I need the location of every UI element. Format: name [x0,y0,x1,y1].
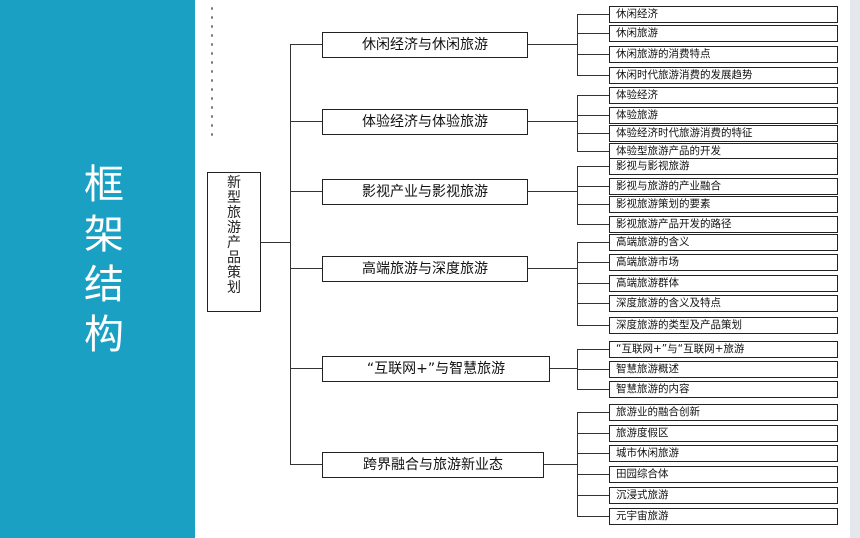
branch-connector [290,268,322,270]
leaf-node: 高端旅游的含义 [609,234,838,251]
leaf-node: 体验经济时代旅游消费的特征 [609,125,838,142]
slide-title-char: 架 [84,212,124,258]
leaf-node: 影视旅游策划的要素 [609,196,838,213]
leaf-tick [577,303,609,305]
branch-connector [290,368,322,370]
leaf-spine [577,166,579,225]
leaf-tick [577,33,609,35]
leaf-tick [577,516,609,518]
branch-connector [290,464,322,466]
leaf-node: 元宇宙旅游 [609,508,838,525]
leaf-tick [577,495,609,497]
leaf-spine [577,412,579,517]
leaf-tick [577,166,609,168]
leaf-tick [577,54,609,56]
leaf-node: 高端旅游群体 [609,275,838,292]
leaf-node: 体验型旅游产品的开发 [609,143,838,160]
leaf-connector [544,464,577,466]
leaf-spine [577,14,579,76]
branch-node: 跨界融合与旅游新业态 [322,452,544,478]
leaf-tick [577,151,609,153]
leaf-tick [577,14,609,16]
leaf-tick [577,349,609,351]
leaf-connector [528,268,577,270]
leaf-tick [577,95,609,97]
leaf-node: 体验旅游 [609,107,838,124]
leaf-tick [577,474,609,476]
leaf-node: 深度旅游的类型及产品策划 [609,317,838,334]
leaf-node: “互联网+”与“互联网+旅游 [609,341,838,358]
leaf-tick [577,453,609,455]
leaf-spine [577,95,579,152]
leaf-tick [577,389,609,391]
leaf-tick [577,433,609,435]
leaf-node: 休闲时代旅游消费的发展趋势 [609,67,838,84]
leaf-node: 城市休闲旅游 [609,445,838,462]
leaf-tick [577,369,609,371]
leaf-tick [577,242,609,244]
leaf-node: 体验经济 [609,87,838,104]
branch-node: “互联网+”与智慧旅游 [322,356,550,382]
leaf-node: 影视旅游产品开发的路径 [609,216,838,233]
leaf-tick [577,412,609,414]
branch-connector [290,44,322,46]
leaf-node: 休闲旅游 [609,25,838,42]
sidebar-panel [0,0,195,538]
leaf-node: 深度旅游的含义及特点 [609,295,838,312]
branch-node: 高端旅游与深度旅游 [322,256,528,282]
leaf-node: 田园综合体 [609,466,838,483]
document-edge [850,0,860,538]
slide-title-char: 框 [84,162,124,208]
leaf-node: 休闲旅游的消费特点 [609,46,838,63]
leaf-connector [550,368,577,370]
leaf-connector [528,44,577,46]
leaf-node: 旅游业的融合创新 [609,404,838,421]
leaf-tick [577,283,609,285]
branch-node: 休闲经济与休闲旅游 [322,32,528,58]
leaf-tick [577,262,609,264]
root-node-label: 新型旅游产品策划 [227,175,241,296]
leaf-node: 影视与影视旅游 [609,158,838,175]
leaf-node: 沉浸式旅游 [609,487,838,504]
leaf-node: 智慧旅游概述 [609,361,838,378]
leaf-node: 旅游度假区 [609,425,838,442]
branch-connector [290,121,322,123]
leaf-tick [577,204,609,206]
slide-title: 框架结构 [75,160,133,360]
root-node [207,172,261,312]
leaf-tick [577,115,609,117]
leaf-tick [577,224,609,226]
branch-node: 体验经济与体验旅游 [322,109,528,135]
root-connector [261,242,290,244]
leaf-tick [577,133,609,135]
leaf-node: 影视与旅游的产业融合 [609,178,838,195]
leaf-node: 休闲经济 [609,6,838,23]
leaf-connector [528,191,577,193]
leaf-tick [577,75,609,77]
leaf-connector [528,121,577,123]
trunk-line [290,44,292,465]
leaf-node: 高端旅游市场 [609,254,838,271]
leaf-tick [577,325,609,327]
leaf-tick [577,186,609,188]
leaf-node: 智慧旅游的内容 [609,381,838,398]
slide-title-char: 构 [84,312,124,358]
branch-connector [290,191,322,193]
slide-title-char: 结 [84,262,124,308]
margin-dots [209,4,215,139]
branch-node: 影视产业与影视旅游 [322,179,528,205]
